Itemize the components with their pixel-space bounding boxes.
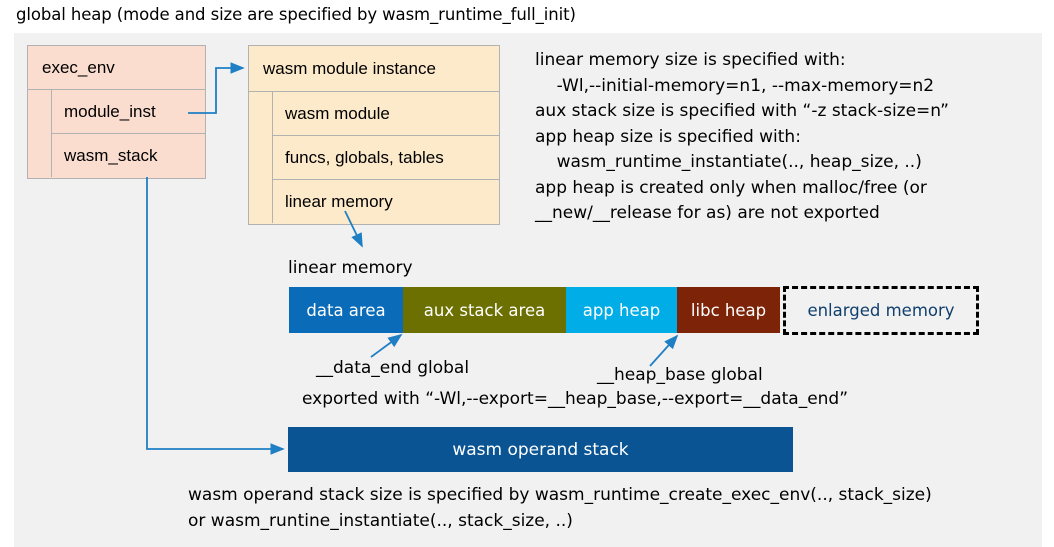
annotation-data-end: __data_end global [316,358,470,378]
wasm-module-instance-body: wasm module funcs, globals, tables linea… [249,92,499,223]
operand-stack-note: wasm operand stack size is specified by … [188,485,932,531]
exec-env-gutter [28,90,52,177]
exec-env-row-module-inst: module_inst [52,90,205,133]
row-funcs-globals-tables: funcs, globals, tables [273,135,499,179]
exec-env-row-wasm-stack: wasm_stack [52,133,205,177]
memory-segment-enlarged-memory: enlarged memory [783,285,979,335]
exec-env-rows: module_inst wasm_stack [52,90,205,177]
wasm-module-instance-box: wasm module instance wasm module funcs, … [248,45,500,225]
memory-segment-app-heap: app heap [566,287,677,333]
diagram-title: global heap (mode and size are specified… [16,5,576,24]
wasm-operand-stack-box: wasm operand stack [288,427,793,472]
exec-env-box: exec_env module_inst wasm_stack [27,45,206,179]
row-wasm-module: wasm module [273,92,499,135]
linear-memory-label: linear memory [288,258,413,278]
wasm-module-instance-header: wasm module instance [249,46,499,92]
memory-segment-libc-heap: libc heap [677,287,780,333]
annotation-exported-with: exported with “-Wl,--export=__heap_base,… [302,389,849,409]
memory-segment-data-area: data area [289,287,403,333]
wasm-module-instance-gutter [249,92,273,223]
annotation-heap-base: __heap_base global [597,365,763,385]
configuration-notes: linear memory size is specified with: -W… [535,50,949,223]
wasm-module-instance-rows: wasm module funcs, globals, tables linea… [273,92,499,223]
exec-env-header: exec_env [28,46,205,90]
exec-env-body: module_inst wasm_stack [28,90,205,177]
memory-segment-aux-stack-area: aux stack area [403,287,566,333]
row-linear-memory: linear memory [273,179,499,223]
